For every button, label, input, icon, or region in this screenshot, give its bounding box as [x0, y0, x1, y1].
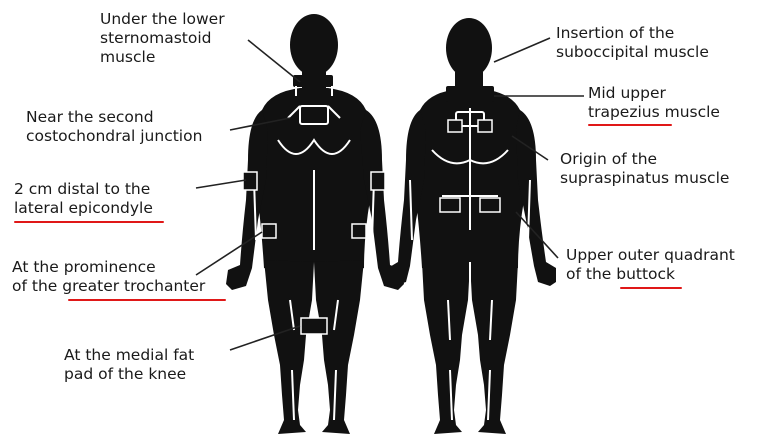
back-silhouette	[388, 18, 556, 434]
label-suboccipital-line2: suboccipital muscle	[556, 43, 709, 62]
label-sternomastoid-line3: muscle	[100, 48, 225, 67]
leader-epicondyle	[196, 180, 246, 188]
label-trochanter-line2: of the greater trochanter	[12, 277, 205, 296]
underline-epicondyle	[14, 221, 164, 223]
leader-suboccipital	[494, 38, 550, 62]
back-left-leg	[422, 262, 470, 434]
back-right-leg	[470, 262, 518, 434]
back-buttock-marker-left	[440, 198, 460, 212]
label-trapezius-line2: trapezius muscle	[588, 103, 720, 122]
label-sternomastoid-line2: sternomastoid	[100, 29, 225, 48]
back-head	[446, 18, 492, 78]
label-suboccipital: Insertion of the suboccipital muscle	[556, 24, 709, 62]
back-supraspinatus-marker-left	[448, 120, 462, 132]
front-head	[290, 14, 338, 76]
label-epicondyle: 2 cm distal to the lateral epicondyle	[14, 180, 153, 218]
label-costochondral-line2: costochondral junction	[26, 127, 202, 146]
underline-trochanter	[68, 299, 226, 301]
back-left-arm	[388, 110, 426, 286]
label-buttock-line2: of the buttock	[566, 265, 735, 284]
front-right-leg	[314, 260, 364, 434]
back-buttock-marker-right	[480, 198, 500, 212]
label-knee-line1: At the medial fat	[64, 346, 194, 365]
label-supraspinatus-line2: supraspinatus muscle	[560, 169, 729, 188]
label-buttock: Upper outer quadrant of the buttock	[566, 246, 735, 284]
label-supraspinatus: Origin of the supraspinatus muscle	[560, 150, 729, 188]
label-trapezius: Mid upper trapezius muscle	[588, 84, 720, 122]
label-sternomastoid-line1: Under the lower	[100, 10, 225, 29]
label-supraspinatus-line1: Origin of the	[560, 150, 729, 169]
label-buttock-line1: Upper outer quadrant	[566, 246, 735, 265]
front-left-leg	[264, 260, 314, 434]
label-sternomastoid: Under the lower sternomastoid muscle	[100, 10, 225, 67]
label-trochanter: At the prominence of the greater trochan…	[12, 258, 205, 296]
front-left-arm	[226, 110, 268, 290]
front-hip-marker-left	[262, 224, 276, 238]
underline-buttock	[620, 287, 682, 289]
front-elbow-marker-left	[243, 172, 257, 190]
label-suboccipital-line1: Insertion of the	[556, 24, 709, 43]
front-elbow-marker-right	[371, 172, 385, 190]
back-neck-band	[446, 86, 494, 102]
label-knee-line2: pad of the knee	[64, 365, 194, 384]
label-trapezius-line1: Mid upper	[588, 84, 720, 103]
label-costochondral: Near the second costochondral junction	[26, 108, 202, 146]
back-right-arm	[516, 110, 556, 286]
front-knee-marker	[301, 318, 327, 334]
front-hip-marker-right	[352, 224, 366, 238]
label-trochanter-line1: At the prominence	[12, 258, 205, 277]
back-supraspinatus-marker-right	[478, 120, 492, 132]
label-costochondral-line1: Near the second	[26, 108, 202, 127]
underline-trapezius	[588, 124, 672, 126]
label-epicondyle-line2: lateral epicondyle	[14, 199, 153, 218]
label-knee: At the medial fat pad of the knee	[64, 346, 194, 384]
label-epicondyle-line1: 2 cm distal to the	[14, 180, 153, 199]
